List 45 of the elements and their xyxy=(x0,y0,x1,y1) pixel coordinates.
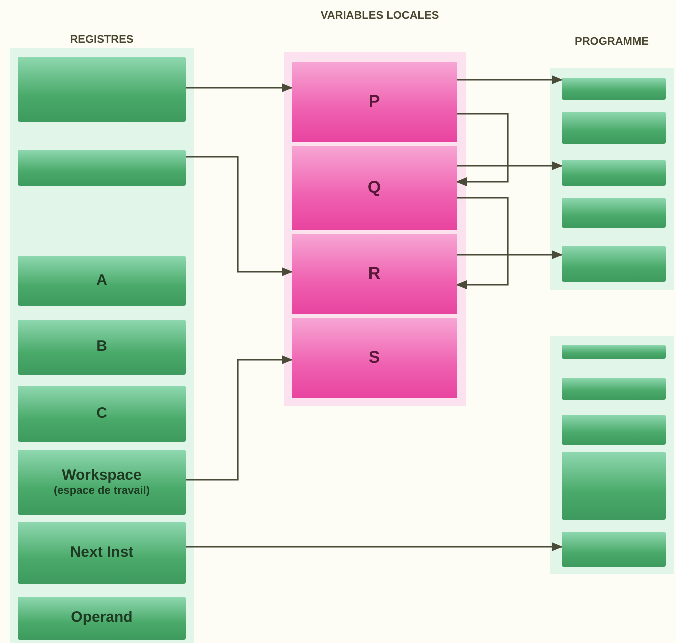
memory-cell xyxy=(562,378,666,400)
memory-cell xyxy=(562,198,666,228)
register-box xyxy=(18,597,186,640)
register-name: C xyxy=(96,406,108,422)
register-name: R xyxy=(368,264,381,284)
memory-cell xyxy=(562,246,666,282)
arrow xyxy=(186,356,294,481)
register-name: Q xyxy=(368,178,382,198)
memory-cell xyxy=(562,112,666,144)
arrow xyxy=(457,76,564,84)
variable-box xyxy=(292,62,457,142)
register-name: Workspace xyxy=(62,468,142,485)
arrow xyxy=(186,542,564,552)
arrow xyxy=(456,113,509,186)
memory-cell xyxy=(562,345,666,359)
memory-cell xyxy=(18,57,186,122)
register-box xyxy=(18,386,186,442)
arrow xyxy=(457,250,564,260)
register-box xyxy=(18,450,186,515)
arrow xyxy=(186,156,294,276)
register-name: B xyxy=(96,339,108,356)
variable-box xyxy=(292,318,457,398)
register-name: A xyxy=(96,272,108,290)
variable-box xyxy=(292,234,457,314)
memory-cell xyxy=(562,452,666,520)
register-name: P xyxy=(368,92,380,112)
arrow xyxy=(456,197,509,290)
variable-box xyxy=(292,146,457,230)
register-name: Next Inst xyxy=(70,544,134,562)
register-box xyxy=(18,256,186,306)
register-box xyxy=(18,522,186,584)
register-name: Operand xyxy=(71,610,133,627)
column-heading: VARIABLES LOCALES xyxy=(320,10,440,22)
arrow xyxy=(457,162,564,170)
memory-cell xyxy=(18,150,186,186)
register-name: S xyxy=(368,348,380,368)
memory-cell xyxy=(562,415,666,445)
column-heading: PROGRAMME xyxy=(574,36,650,48)
column-heading: REGISTRES xyxy=(69,34,135,46)
memory-cell xyxy=(562,78,666,100)
register-note: (espace de travail) xyxy=(54,484,150,497)
arrow xyxy=(186,84,294,92)
memory-cell xyxy=(562,532,666,567)
register-box xyxy=(18,320,186,375)
memory-cell xyxy=(562,160,666,186)
